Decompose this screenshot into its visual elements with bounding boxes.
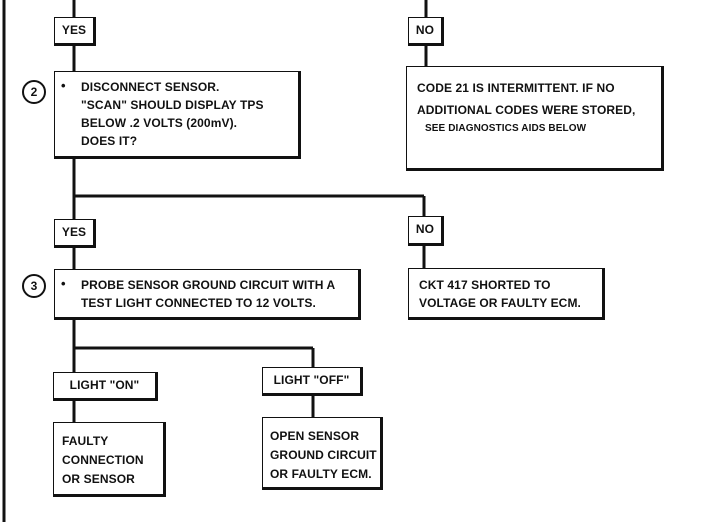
branch-2-yes-text: YES xyxy=(61,225,87,239)
light-on-text: LIGHT "ON" xyxy=(69,378,140,392)
faulty-connection-line: FAULTY xyxy=(62,434,109,448)
step-3-bullet: • xyxy=(61,276,66,291)
shorted-line: VOLTAGE OR FAULTY ECM. xyxy=(419,296,581,310)
open-ground-line: OR FAULTY ECM. xyxy=(270,467,372,481)
step-2-line: BELOW .2 VOLTS (200mV). xyxy=(81,116,238,130)
shorted-result-box: CKT 417 SHORTED TO VOLTAGE OR FAULTY ECM… xyxy=(408,268,605,320)
step-3-line: PROBE SENSOR GROUND CIRCUIT WITH A xyxy=(81,278,336,292)
step-2-line: "SCAN" SHOULD DISPLAY TPS xyxy=(81,98,264,112)
intermittent-result-box: CODE 21 IS INTERMITTENT. IF NO ADDITIONA… xyxy=(406,66,664,171)
intermittent-note: SEE DIAGNOSTICS AIDS BELOW xyxy=(425,123,587,134)
open-ground-line: GROUND CIRCUIT xyxy=(270,448,377,462)
faulty-connection-line: OR SENSOR xyxy=(62,472,135,486)
light-off-label: LIGHT "OFF" xyxy=(262,367,363,396)
shorted-line: CKT 417 SHORTED TO xyxy=(419,278,551,292)
faulty-connection-result-box: FAULTY CONNECTION OR SENSOR xyxy=(53,422,166,497)
light-off-text: LIGHT "OFF" xyxy=(273,373,350,387)
step-3-box: • PROBE SENSOR GROUND CIRCUIT WITH A TES… xyxy=(54,269,361,320)
step-2-bullet: • xyxy=(61,78,66,93)
step-3-number: 3 xyxy=(22,274,46,298)
open-ground-result-box: OPEN SENSOR GROUND CIRCUIT OR FAULTY ECM… xyxy=(262,417,383,490)
top-no-text: NO xyxy=(415,23,435,37)
top-yes-label: YES xyxy=(54,17,96,46)
faulty-connection-line: CONNECTION xyxy=(62,453,144,467)
intermittent-line: ADDITIONAL CODES WERE STORED, xyxy=(417,103,636,117)
step-2-number: 2 xyxy=(22,80,46,104)
top-yes-text: YES xyxy=(61,23,87,37)
step-2-box: • DISCONNECT SENSOR. "SCAN" SHOULD DISPL… xyxy=(54,71,301,159)
light-on-label: LIGHT "ON" xyxy=(53,372,158,401)
open-ground-line: OPEN SENSOR xyxy=(270,429,360,443)
step-2-line: DOES IT? xyxy=(81,134,138,148)
intermittent-line: CODE 21 IS INTERMITTENT. IF NO xyxy=(417,81,615,95)
branch-2-yes-label: YES xyxy=(54,219,96,248)
top-no-label: NO xyxy=(408,17,444,46)
branch-2-no-text: NO xyxy=(415,222,435,236)
branch-2-no-label: NO xyxy=(408,216,444,246)
step-2-line: DISCONNECT SENSOR. xyxy=(81,80,220,94)
step-3-line: TEST LIGHT CONNECTED TO 12 VOLTS. xyxy=(81,296,316,310)
